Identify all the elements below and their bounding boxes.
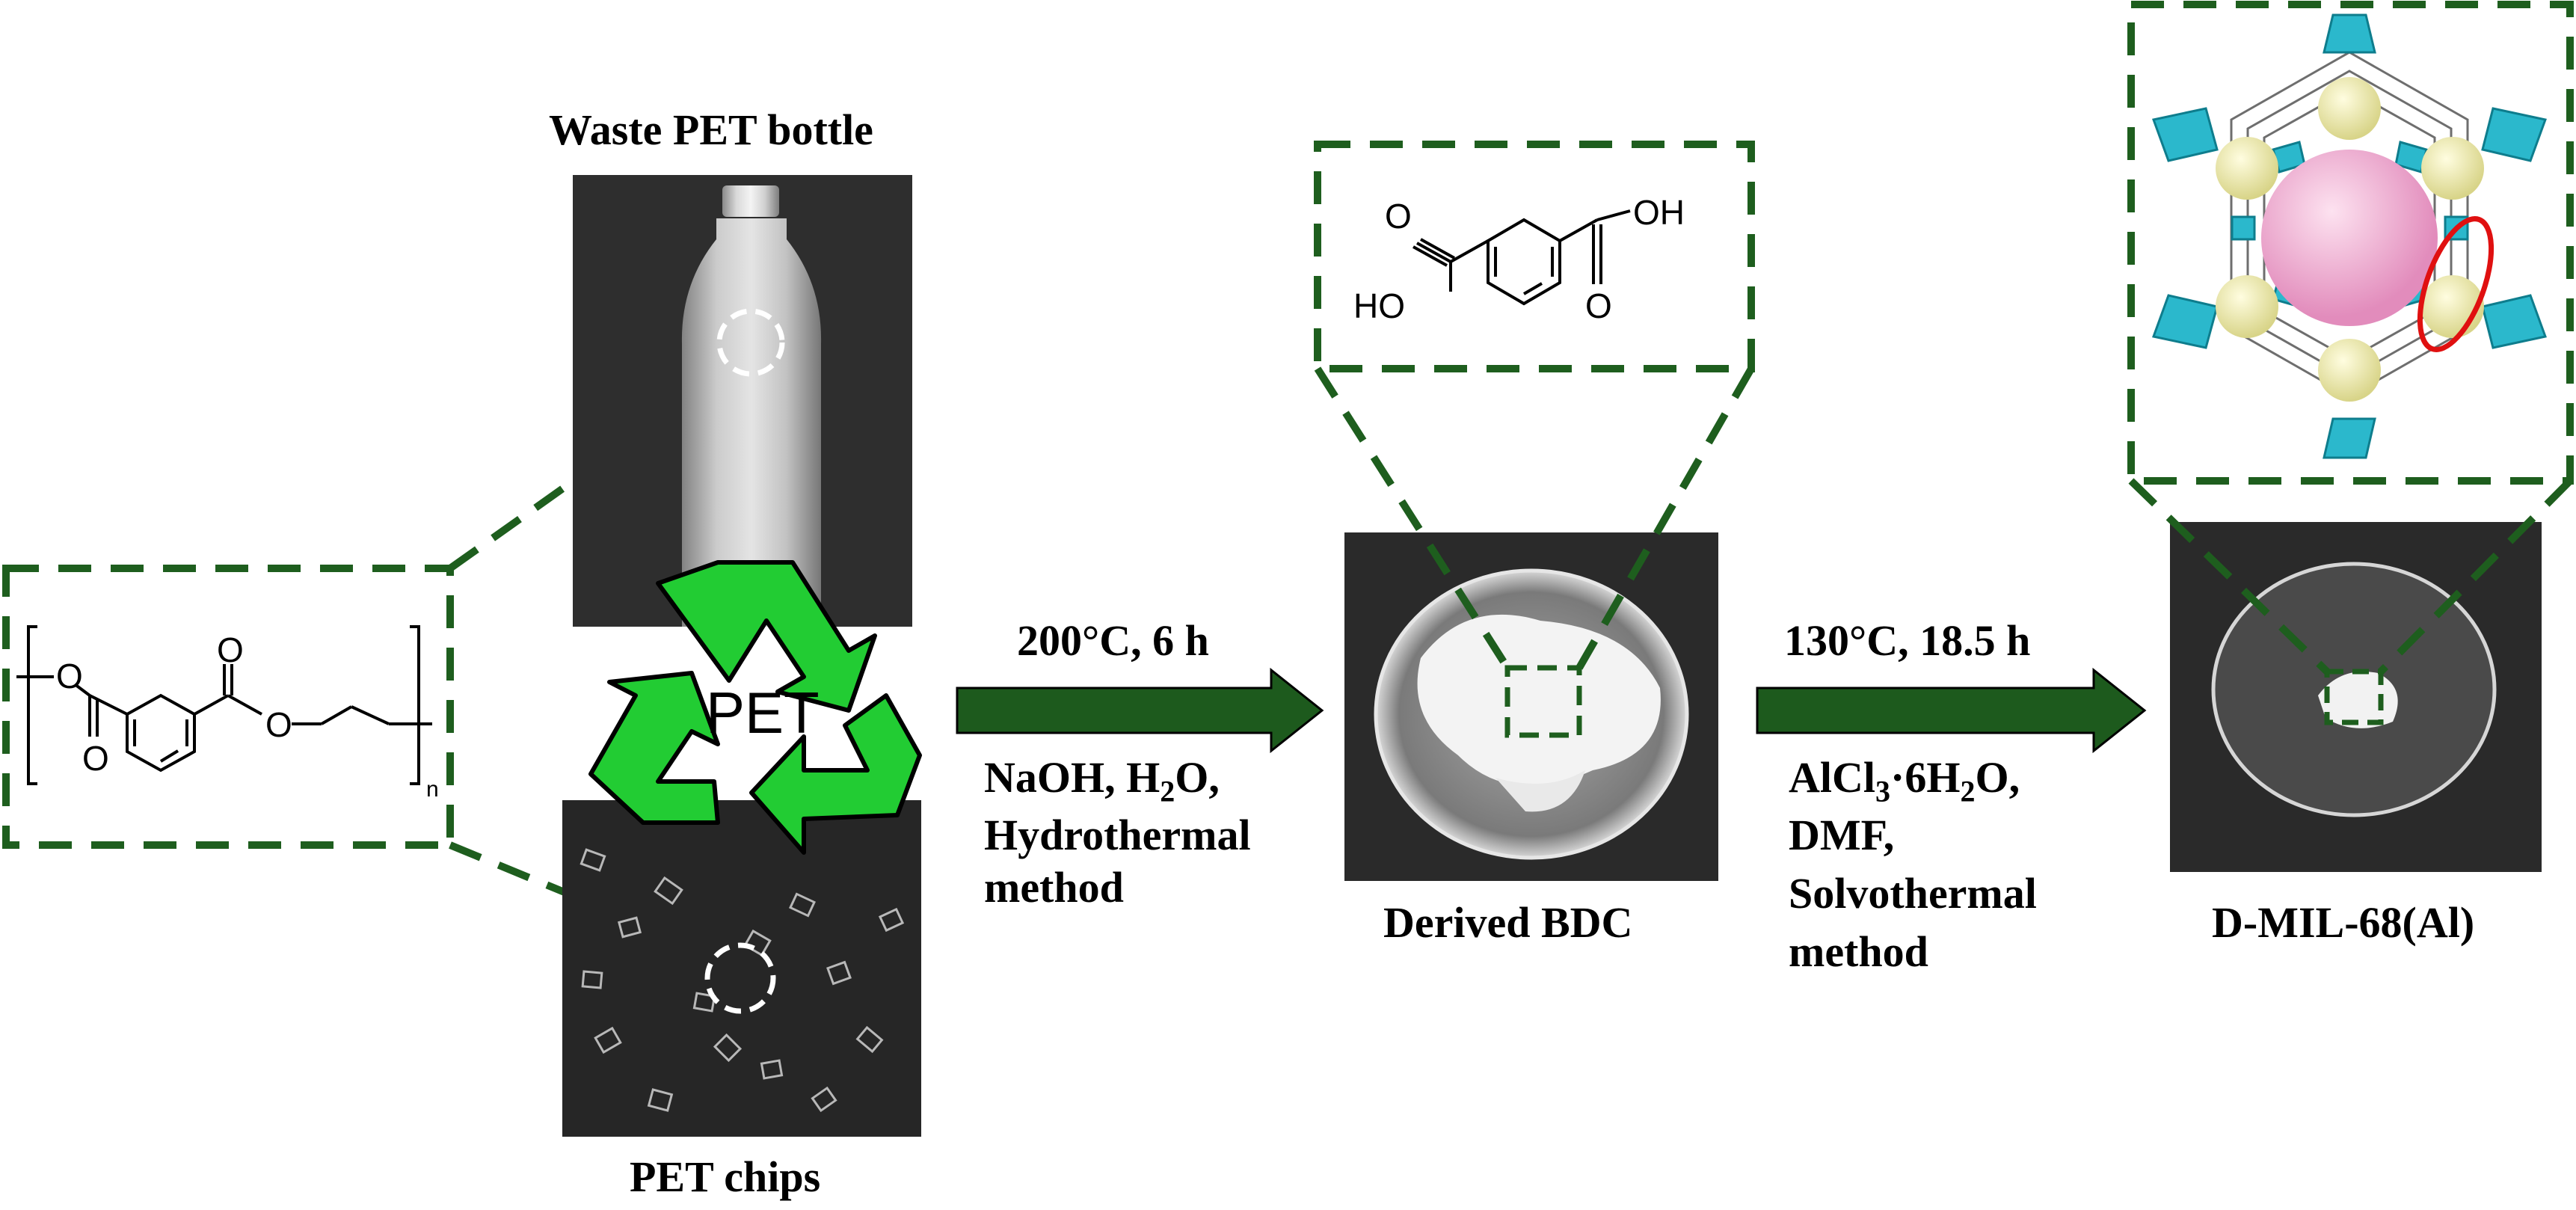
bdc-photo [1344, 532, 1718, 881]
bdc-structure-panel: O OH HO O [1314, 141, 1755, 372]
pet-atom-o1: O [56, 657, 83, 695]
mof-structure-panel [2127, 1, 2574, 485]
pet-structure-panel: O O O O n [2, 565, 454, 849]
connector-mof-left [2128, 478, 2330, 675]
arrow-step1 [956, 667, 1324, 754]
pet-atom-o2: O [82, 739, 109, 778]
arrow-step2 [1756, 667, 2147, 754]
step1-temperature: 200°C, 6 h [1017, 616, 1209, 665]
step2-reagents: AlCl3·6H2O, [1789, 753, 2020, 808]
product-zoom-square [2324, 669, 2384, 725]
step2-method-line1: Solvothermal [1789, 869, 2037, 918]
highlight-ellipse [2417, 216, 2494, 352]
caption-product: D-MIL-68(Al) [2212, 898, 2475, 947]
pet-structure-frame [2, 565, 454, 849]
mof-pore-sphere [2261, 150, 2438, 326]
caption-derived-bdc: Derived BDC [1383, 898, 1633, 947]
connector-bdc-right [1576, 366, 1755, 670]
pet-atom-o3: O [217, 630, 244, 669]
chips-photo [562, 800, 921, 1137]
step2-temperature: 130°C, 18.5 h [1784, 616, 2031, 665]
pet-repeat-n: n [426, 777, 439, 802]
bdc-structure-drawing [1413, 209, 1631, 306]
mof-guest-spheres [2216, 77, 2484, 402]
step2-method-line2: method [1789, 927, 1928, 976]
recycle-icon [588, 560, 922, 855]
bdc-structure-frame [1314, 141, 1755, 372]
bdc-atom-o-top: O [1385, 197, 1412, 236]
connector-mof-right [2378, 478, 2573, 675]
chips-zoom-circle [704, 942, 776, 1014]
pet-atom-o4: O [265, 705, 292, 744]
bdc-atom-o-bottom: O [1585, 286, 1612, 325]
recycle-label: PET [706, 680, 820, 746]
pet-structure-drawing [16, 625, 432, 785]
step1-reagents: NaOH, H2O, [984, 753, 1220, 808]
bottle-photo [573, 175, 912, 627]
connector-bdc-left [1314, 366, 1511, 670]
bdc-atom-oh: OH [1633, 193, 1685, 232]
bottle-zoom-circle [716, 308, 785, 377]
caption-pet-chips: PET chips [630, 1152, 821, 1201]
bdc-zoom-square [1504, 665, 1582, 738]
product-photo [2170, 522, 2542, 872]
step1-method-line2: method [984, 863, 1124, 912]
step1-method-line1: Hydrothermal [984, 811, 1251, 859]
bdc-atom-ho: HO [1353, 286, 1405, 325]
caption-waste-bottle: Waste PET bottle [549, 105, 873, 154]
step2-solvent: DMF, [1789, 811, 1895, 859]
